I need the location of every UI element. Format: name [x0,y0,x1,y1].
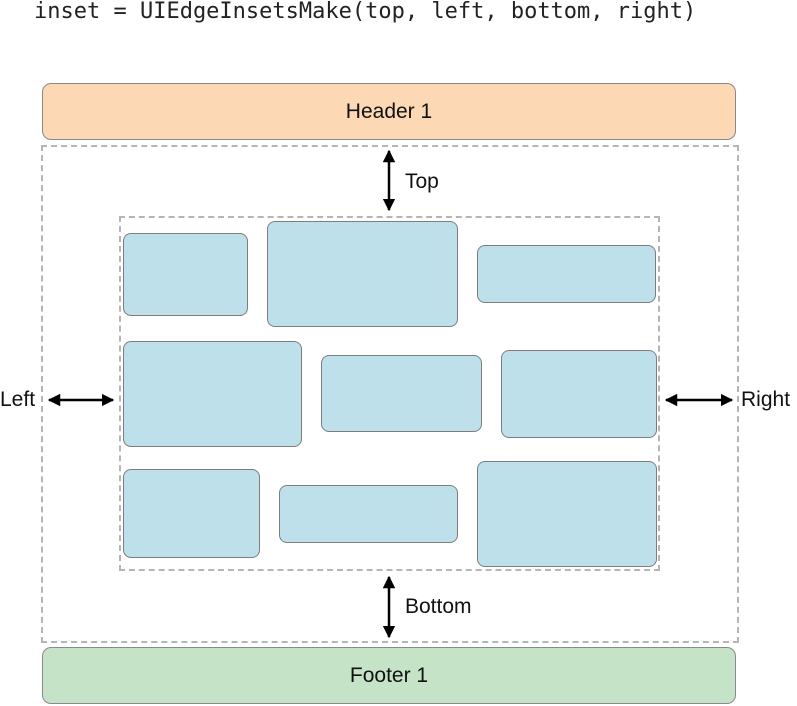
cell-9 [477,461,657,567]
right-label: Right [741,388,791,411]
content-inset-outline [119,216,660,571]
section-bounds-outline [41,145,739,643]
cell-2 [267,221,458,327]
cell-6 [501,350,657,438]
bottom-label: Bottom [405,595,472,618]
cell-4 [123,341,302,447]
footer-label: Footer 1 [349,663,429,687]
cell-3 [477,245,656,303]
left-label: Left [0,388,36,411]
footer-bar: Footer 1 [42,647,736,704]
cell-7 [123,469,260,558]
header-label: Header 1 [345,99,433,123]
cell-1 [123,233,248,316]
cell-8 [279,485,458,543]
cell-5 [321,355,482,432]
header-bar: Header 1 [42,83,736,140]
code-line: inset = UIEdgeInsetsMake(top, left, bott… [34,0,697,24]
top-label: Top [405,170,439,193]
